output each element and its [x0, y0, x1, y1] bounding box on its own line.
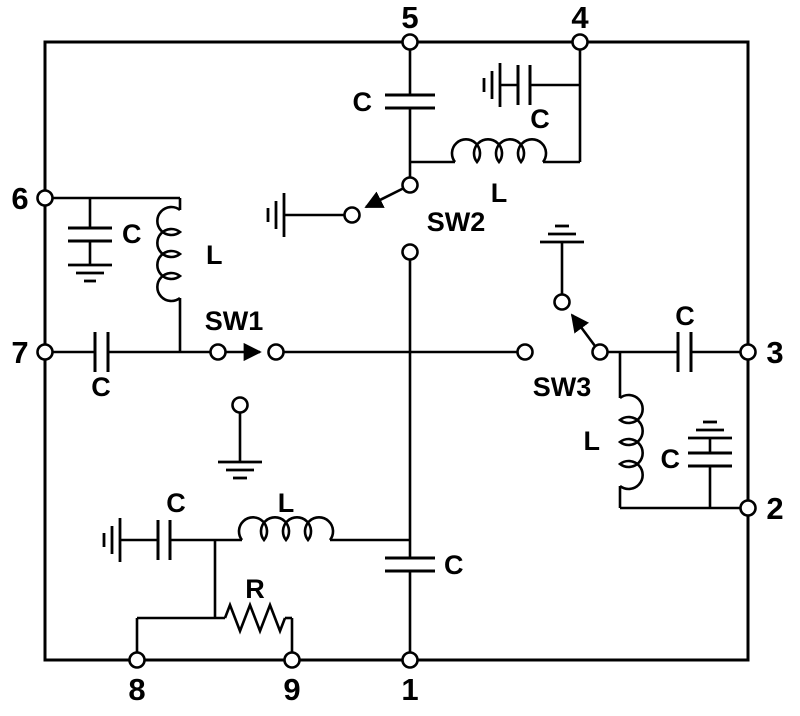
pin-3-label: 3	[766, 335, 783, 370]
branch-pin6: C L	[52, 196, 223, 352]
capacitor-label: C	[353, 87, 373, 117]
branch-pin4: C L	[410, 49, 582, 208]
pin-2-terminal	[739, 499, 757, 517]
resistor-zigzag	[223, 601, 287, 635]
branch-bottom-left: C L R	[102, 488, 410, 653]
capacitor-label: C	[122, 219, 142, 249]
pin-labels: 5 4 6 7 3 2 8 9 1	[11, 0, 783, 707]
switch-label: SW3	[533, 372, 592, 402]
switch-sw3: SW3	[533, 224, 609, 402]
pin-4-terminal	[571, 33, 589, 51]
switch-arm-arrow-icon	[570, 313, 597, 347]
branch-pin2: L C	[584, 352, 741, 510]
switch-contact	[231, 396, 249, 414]
inductor-coil	[237, 516, 335, 543]
switch-contact	[209, 343, 227, 361]
inductor-label: L	[584, 426, 601, 456]
switch-contact	[267, 343, 285, 361]
pin-2-label: 2	[766, 491, 783, 526]
inductor-coil	[617, 393, 644, 491]
branch-pin5: C	[353, 49, 435, 178]
branch-pin7: C	[52, 332, 211, 402]
switch-contact	[401, 243, 419, 261]
branch-pin1-center: C	[385, 259, 464, 653]
switch-contact	[553, 293, 571, 311]
pin-9-terminal	[283, 651, 301, 669]
pin-terminals	[36, 33, 757, 669]
branch-pin3: C	[607, 301, 741, 372]
capacitor-label: C	[530, 104, 550, 134]
switch-sw2: SW2	[266, 176, 486, 261]
switch-label: SW2	[427, 207, 486, 237]
switch-contact	[343, 206, 361, 224]
switch-label: SW1	[205, 306, 264, 336]
pin-9-label: 9	[283, 672, 300, 707]
pin-1-label: 1	[401, 672, 418, 707]
pin-7-label: 7	[11, 335, 28, 370]
switch-contact	[516, 343, 534, 361]
ground-stub-center	[218, 396, 262, 480]
inductor-label: L	[278, 488, 295, 518]
pin-5-label: 5	[401, 0, 418, 35]
pin-6-label: 6	[11, 181, 28, 216]
capacitor-label: C	[661, 444, 681, 474]
pin-6-terminal	[36, 189, 54, 207]
capacitor-label: C	[675, 301, 695, 331]
switch-contact	[591, 343, 609, 361]
resistor-label: R	[245, 574, 265, 604]
inductor-label: L	[206, 240, 223, 270]
capacitor-label: C	[91, 372, 111, 402]
inductor-coil	[450, 138, 548, 165]
pin-8-terminal	[128, 651, 146, 669]
switch-arm-arrow-icon	[364, 187, 404, 209]
capacitor-label: C	[444, 550, 464, 580]
switch-contact	[401, 176, 419, 194]
pin-1-terminal	[401, 651, 419, 669]
pin-7-terminal	[36, 343, 54, 361]
pin-3-terminal	[739, 343, 757, 361]
pin-4-label: 4	[571, 0, 589, 35]
inductor-label: L	[491, 178, 508, 208]
pin-5-terminal	[401, 33, 419, 51]
pin-8-label: 8	[128, 672, 145, 707]
inductor-coil	[156, 205, 183, 303]
capacitor-label: C	[166, 488, 186, 518]
switch-sw1: SW1	[205, 306, 534, 362]
